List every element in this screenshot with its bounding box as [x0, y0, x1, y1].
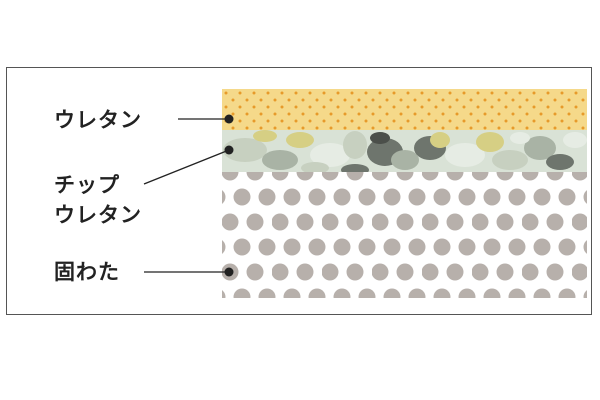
label-urethane: ウレタン [54, 108, 142, 132]
leader-line-chip-urethane [143, 149, 230, 185]
hard-cotton-layer [222, 172, 587, 298]
marker-chip-urethane [224, 145, 234, 155]
marker-urethane [224, 114, 234, 124]
chip-urethane-layer [222, 130, 587, 172]
label-chip-urethane-line1: チップ [54, 173, 120, 197]
label-chip-urethane-line2: ウレタン [54, 203, 142, 227]
urethane-layer [222, 89, 587, 130]
label-hard-cotton: 固わた [54, 260, 120, 284]
marker-hard-cotton [224, 267, 234, 277]
